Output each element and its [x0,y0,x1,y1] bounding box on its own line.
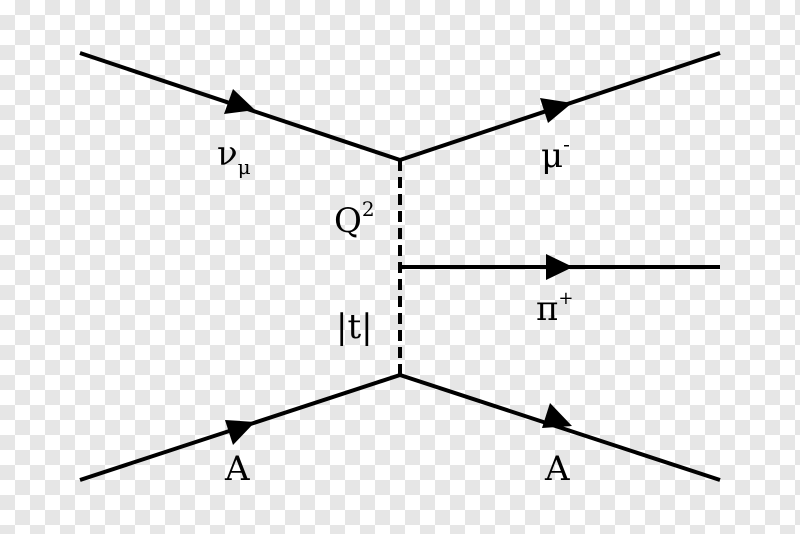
muon-label: μ- [541,132,570,176]
muon-superscript: - [563,132,570,156]
outgoing-nucleus-arrow-icon [542,403,572,428]
q2-superscript: 2 [362,197,375,221]
outgoing-nucleus-line [399,373,721,482]
outgoing-muon-arrow-icon [540,98,572,123]
momentum-transfer-label: |t| [336,307,373,347]
incoming-nucleus-arrow-icon [225,420,255,445]
pion-symbol: π [536,289,558,329]
neutrino-label: νμ [217,134,251,179]
pion-superscript: + [558,288,573,309]
neutrino-symbol: ν [217,134,238,174]
outgoing-pion-arrow-icon [546,254,573,280]
outgoing-nucleus-label: A [544,449,570,489]
q2-label: Q2 [334,197,375,241]
incoming-nucleus-label: A [224,449,250,489]
pion-label: π+ [536,288,573,329]
incoming-neutrino-arrow-icon [224,89,255,114]
q2-symbol: Q [334,201,362,241]
muon-symbol: μ [541,136,563,176]
neutrino-subscript: μ [238,155,251,179]
